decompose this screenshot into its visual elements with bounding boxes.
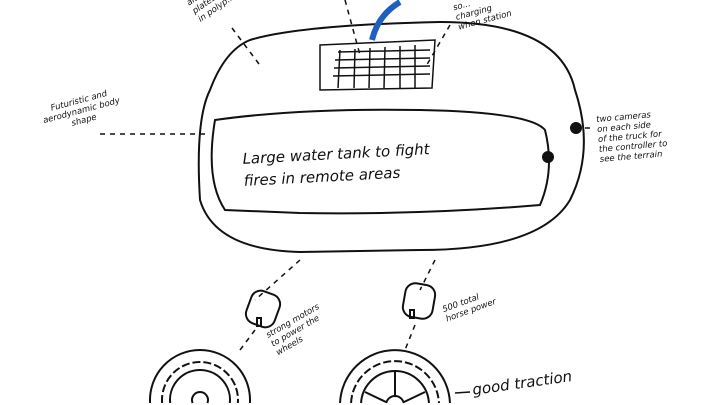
wheel-left-rim (169, 369, 231, 404)
water-tank-window (210, 108, 550, 215)
wheel-left-tread (161, 361, 239, 404)
motor-left (244, 289, 282, 329)
water-hose (369, 0, 402, 41)
cameras-note: two cameras on each side of the truck fo… (596, 109, 669, 165)
wheel-right-hub (385, 395, 405, 404)
motor-right (401, 282, 437, 320)
leader-lines (100, 0, 595, 351)
wheel-right-tread (350, 360, 440, 404)
solar-panel (319, 39, 436, 91)
wheel-right (339, 349, 451, 404)
wheel-right-spokes (364, 372, 426, 403)
wheel-right-tire (339, 349, 451, 404)
wheel-left-tire (149, 349, 251, 404)
wheel-right-rim (360, 370, 430, 404)
truck-body (197, 20, 585, 254)
camera-dot (570, 122, 582, 134)
camera-dot (542, 151, 554, 163)
wheel-left-hub (191, 391, 209, 404)
wheel-left (149, 349, 251, 404)
